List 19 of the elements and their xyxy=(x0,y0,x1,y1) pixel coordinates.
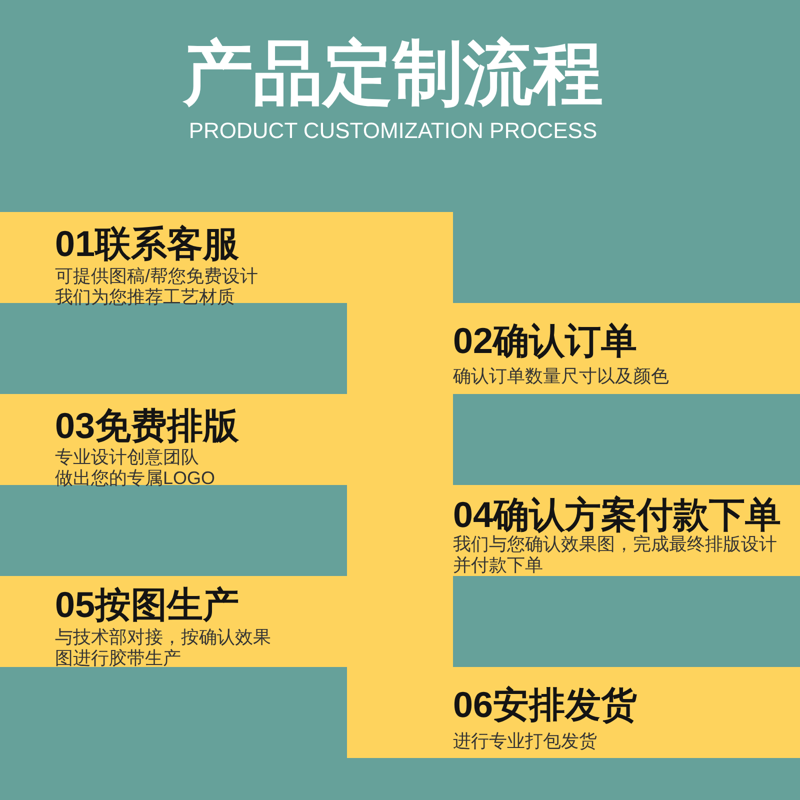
step-title: 04确认方案付款下单 xyxy=(453,495,782,535)
step-band xyxy=(0,576,453,667)
step-band xyxy=(347,303,800,394)
step-description: 进行专业打包发货 xyxy=(453,731,598,752)
step-description: 确认订单数量尺寸以及颜色 xyxy=(453,366,670,387)
title: 产品定制流程 xyxy=(182,33,604,113)
step-description: 我们与您确认效果图，完成最终排版设计并付款下单 xyxy=(453,534,778,576)
subtitle: PRODUCT CUSTOMIZATION PROCESS xyxy=(188,118,598,144)
step-band xyxy=(347,667,800,758)
step-title: 01联系客服 xyxy=(55,224,240,264)
step-band xyxy=(347,485,800,576)
step-title: 06安排发货 xyxy=(453,685,638,725)
step-title: 03免费排版 xyxy=(55,406,240,446)
step-band xyxy=(0,394,453,485)
step-description: 可提供图稿/帮您免费设计我们为您推荐工艺材质 xyxy=(55,266,260,308)
step-title: 02确认订单 xyxy=(453,321,638,361)
step-title: 05按图生产 xyxy=(55,585,240,625)
step-description: 与技术部对接，按确认效果图进行胶带生产 xyxy=(55,627,272,669)
step-description: 专业设计创意团队做出您的专属LOGO xyxy=(55,447,216,489)
